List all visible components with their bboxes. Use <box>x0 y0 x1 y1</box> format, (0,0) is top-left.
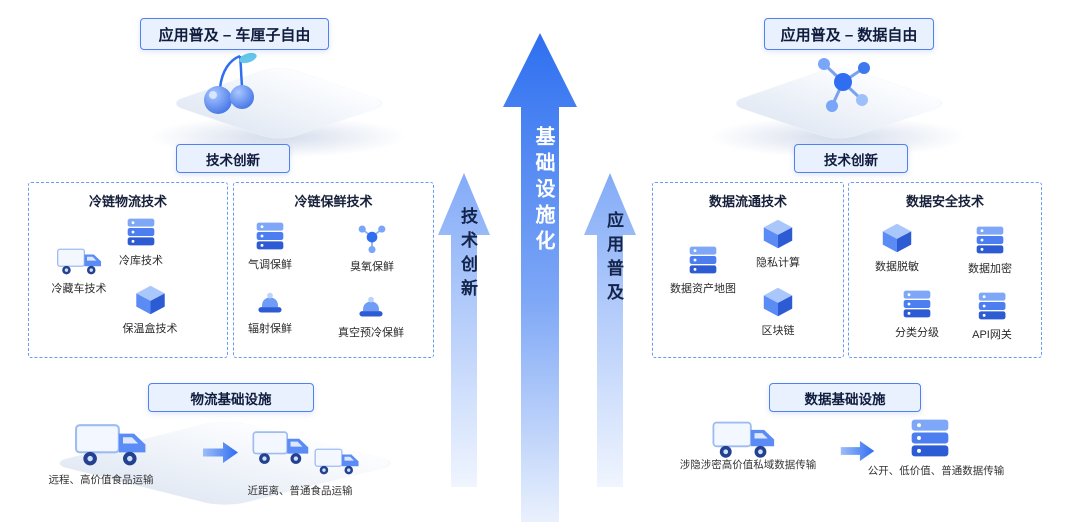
item-label: 分类分级 <box>895 327 939 339</box>
tech-innovation-arrow <box>438 173 490 487</box>
private-data-caption: 涉隐涉密高价值私域数据传输 <box>679 459 817 471</box>
item-ozone-preservation: 臭氧保鲜 <box>350 222 394 274</box>
application-arrow <box>584 173 636 487</box>
box-title: 冷链物流技术 <box>88 194 167 209</box>
item-label: 数据加密 <box>968 263 1012 275</box>
item-label: 气调保鲜 <box>248 259 292 271</box>
long-haul-truck-icon <box>74 420 148 468</box>
box-title: 数据流通技术 <box>708 194 787 209</box>
infrastructure-arrow <box>503 33 577 522</box>
ozone-preservation-icon <box>355 222 389 254</box>
cherry-freedom-label: 应用普及 – 车厘子自由 <box>140 18 329 50</box>
center-arrows-graphic <box>438 33 636 522</box>
cherry-icon <box>204 52 257 114</box>
item-label: 保温盒技术 <box>122 323 178 335</box>
gas-preservation-icon <box>253 220 287 252</box>
item-data-masking: 数据脱敏 <box>875 222 919 274</box>
infrastructure-arrow-label: 基础设施化 <box>532 126 554 256</box>
item-label: 数据资产地图 <box>670 283 736 295</box>
radiation-preservation-icon <box>253 284 287 316</box>
item-label: 冷藏车技术 <box>51 283 107 295</box>
data-server-icon <box>908 416 952 460</box>
item-gas-preservation: 气调保鲜 <box>248 220 292 272</box>
data-asset-map-icon <box>686 244 720 276</box>
cold-chain-preservation-box: 冷链保鲜技术 <box>233 182 434 358</box>
data-circulation-box: 数据流通技术 <box>652 182 844 358</box>
cold-chain-logistics-box: 冷链物流技术 <box>28 182 228 358</box>
item-vacuum-precooling: 真空预冷保鲜 <box>338 288 404 340</box>
tech-innovation-arrow-label: 技术创新 <box>458 207 477 303</box>
short-haul-truck-icon <box>252 428 310 466</box>
api-gateway-icon <box>975 290 1009 322</box>
tech-innovation-label-right: 技术创新 <box>794 144 908 173</box>
item-label: 臭氧保鲜 <box>350 261 394 273</box>
box-title: 冷链保鲜技术 <box>294 194 373 209</box>
item-reefer-truck-tech: 冷藏车技术 <box>52 246 107 296</box>
item-blockchain: 区块链 <box>761 286 795 338</box>
delivery-truck-icon <box>314 446 360 476</box>
vacuum-precooling-icon <box>354 288 388 320</box>
item-label: API网关 <box>972 329 1012 341</box>
long-haul-caption: 远程、高价值食品运输 <box>48 474 154 486</box>
data-security-box: 数据安全技术 <box>848 182 1042 358</box>
item-radiation-preservation: 辐射保鲜 <box>248 284 292 336</box>
insulation-box-icon <box>133 284 167 316</box>
data-flow-arrow-icon <box>836 440 880 462</box>
item-insulation-box-tech: 保温盒技术 <box>123 284 178 336</box>
reefer-truck-icon <box>56 246 102 276</box>
item-label: 数据脱敏 <box>875 261 919 273</box>
item-data-encryption: 数据加密 <box>968 224 1012 276</box>
item-label: 辐射保鲜 <box>248 323 292 335</box>
data-infrastructure-label: 数据基础设施 <box>769 383 921 412</box>
item-api-gateway: API网关 <box>972 290 1012 342</box>
short-haul-caption: 近距离、普通食品运输 <box>247 485 353 497</box>
molecule-icon <box>818 58 870 112</box>
tech-innovation-label-left: 技术创新 <box>176 144 290 173</box>
item-data-asset-map: 数据资产地图 <box>670 244 736 296</box>
blockchain-icon <box>761 286 795 318</box>
logistics-flow-arrow-icon <box>198 441 244 464</box>
item-label: 冷库技术 <box>119 255 163 267</box>
logistics-infrastructure-label: 物流基础设施 <box>148 383 314 412</box>
secure-data-truck-icon <box>712 418 776 460</box>
box-title: 数据安全技术 <box>905 194 984 209</box>
privacy-computing-icon <box>761 218 795 250</box>
application-arrow-label: 应用普及 <box>604 211 623 307</box>
item-label: 区块链 <box>761 325 795 337</box>
data-freedom-label: 应用普及 – 数据自由 <box>764 18 934 50</box>
cold-storage-icon <box>124 216 158 248</box>
item-label: 真空预冷保鲜 <box>338 327 404 339</box>
item-classification-grading: 分类分级 <box>895 288 939 340</box>
item-cold-storage-tech: 冷库技术 <box>119 216 163 268</box>
item-privacy-computing: 隐私计算 <box>756 218 800 270</box>
data-masking-icon <box>880 222 914 254</box>
item-label: 隐私计算 <box>756 257 800 269</box>
data-encryption-icon <box>973 224 1007 256</box>
classification-grading-icon <box>900 288 934 320</box>
public-data-caption: 公开、低价值、普通数据传输 <box>867 465 1005 477</box>
